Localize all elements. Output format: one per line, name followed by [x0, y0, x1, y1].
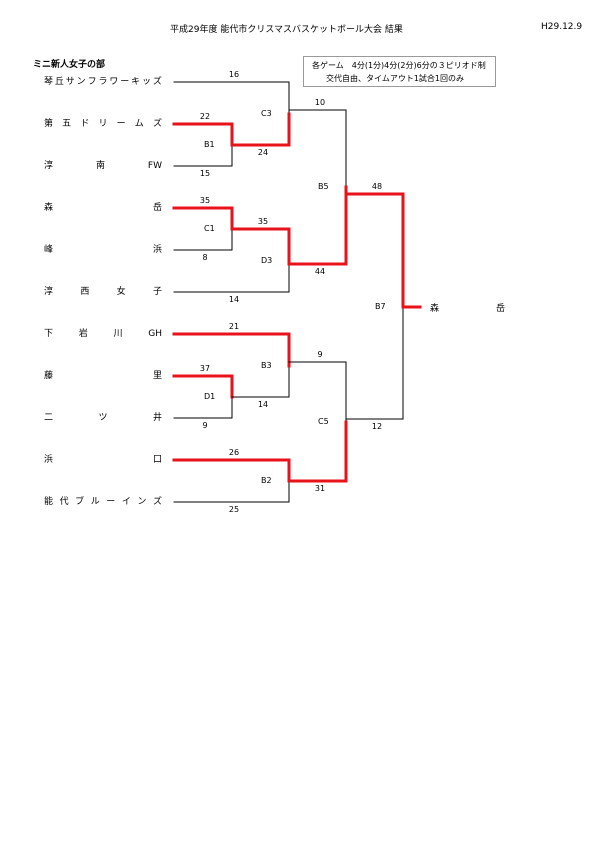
page-title: 平成29年度 能代市クリスマスバスケットボール大会 結果	[170, 25, 403, 35]
team-9-char: 二	[44, 413, 54, 423]
team-9-char: 井	[152, 413, 162, 423]
team-2-char: 五	[62, 119, 72, 129]
score: 35	[257, 217, 269, 226]
team-6-char: 女	[116, 287, 126, 297]
team-1-char: ワ	[109, 77, 119, 87]
team-11-char: ン	[137, 497, 147, 507]
game-id: B7	[375, 302, 386, 311]
team-1-char: ー	[120, 77, 130, 87]
team-11-char: 能	[44, 497, 54, 507]
team-8: 藤里	[44, 370, 162, 382]
score: 15	[199, 169, 211, 178]
team-11-char: ー	[106, 497, 116, 507]
score: 12	[371, 422, 383, 431]
score: 22	[199, 112, 211, 121]
champion-char: 岳	[495, 304, 505, 314]
division-label: ミニ新人女子の部	[33, 60, 106, 70]
team-2-char: ー	[116, 119, 126, 129]
team-2-char: ズ	[152, 119, 162, 129]
score: 48	[371, 182, 383, 191]
team-7-char: 岩	[78, 329, 88, 339]
team-1-char: サ	[65, 77, 75, 87]
team-2-char: ド	[80, 119, 90, 129]
score: 14	[228, 295, 240, 304]
champion-char: 森	[430, 304, 440, 314]
score: 44	[314, 267, 326, 276]
game-id: B2	[261, 476, 272, 485]
score: 25	[228, 505, 240, 514]
team-10-char: 浜	[44, 455, 54, 465]
team-4: 森岳	[44, 202, 162, 214]
team-11-char: イ	[121, 497, 131, 507]
team-10: 浜口	[44, 454, 162, 466]
team-2: 第五ドリームズ	[44, 118, 162, 130]
champion-name: 森岳	[430, 301, 505, 314]
team-3: 淳 南 FW	[44, 160, 162, 172]
score: 37	[199, 364, 211, 373]
team-1: 琴丘サンフラワーキッズ	[44, 76, 162, 88]
score: 14	[257, 400, 269, 409]
rules-line-1: 各ゲーム 4分(1分)4分(2分)6分の３ピリオド制	[312, 61, 486, 70]
team-8-char: 藤	[44, 371, 54, 381]
team-5-char: 峰	[44, 245, 54, 255]
game-id: D3	[261, 256, 273, 265]
team-5-char: 浜	[152, 245, 162, 255]
team-6: 淳西女子	[44, 286, 162, 298]
team-8-char: 里	[152, 371, 162, 381]
rules-box: 各ゲーム 4分(1分)4分(2分)6分の３ピリオド制 交代自由、タイムアウト1試…	[303, 56, 496, 87]
team-5: 峰浜	[44, 244, 162, 256]
team-11-char: ブ	[75, 497, 85, 507]
team-6-char: 西	[80, 287, 90, 297]
team-1-char: ズ	[152, 77, 162, 87]
team-1-char: ッ	[142, 77, 152, 87]
team-1-char: ン	[76, 77, 86, 87]
team-11-char: ル	[90, 497, 100, 507]
score: 31	[314, 484, 326, 493]
team-1-char: フ	[87, 77, 97, 87]
team-7: 下 岩 川 GH	[44, 328, 162, 340]
team-11: 能代ブルーインズ	[44, 496, 162, 508]
team-6-char: 子	[152, 287, 162, 297]
team-2-char: 第	[44, 119, 54, 129]
team-11-char: 代	[59, 497, 69, 507]
game-id: C3	[261, 109, 272, 118]
score: 9	[202, 421, 208, 430]
game-id: C5	[318, 417, 329, 426]
score: 35	[199, 196, 211, 205]
team-1-char: キ	[131, 77, 141, 87]
team-3-char: 淳	[44, 161, 54, 171]
team-4-char: 森	[44, 203, 54, 213]
score: 9	[317, 350, 323, 359]
team-7-char: 川	[113, 329, 123, 339]
game-id: B5	[318, 182, 329, 191]
game-id: B1	[204, 140, 215, 149]
score: 10	[314, 98, 326, 107]
team-1-char: 琴	[44, 77, 54, 87]
score: 24	[257, 148, 269, 157]
score: 8	[202, 253, 208, 262]
team-2-char: ム	[134, 119, 144, 129]
team-1-char: 丘	[54, 77, 64, 87]
team-10-char: 口	[152, 455, 162, 465]
game-id: D1	[204, 392, 216, 401]
team-11-char: ズ	[152, 497, 162, 507]
team-4-char: 岳	[152, 203, 162, 213]
team-2-char: リ	[98, 119, 108, 129]
team-3-char: 南	[95, 161, 105, 171]
rules-line-2: 交代自由、タイムアウト1試合1回のみ	[326, 74, 465, 83]
team-7-char: 下	[44, 329, 54, 339]
team-3-char: FW	[147, 161, 162, 171]
score: 21	[228, 322, 240, 331]
team-1-char: ラ	[98, 77, 108, 87]
game-id: C1	[204, 224, 215, 233]
event-date: H29.12.9	[541, 22, 583, 32]
game-id: B3	[261, 361, 272, 370]
score: 16	[228, 70, 240, 79]
team-7-char: GH	[148, 329, 162, 339]
score: 26	[228, 448, 240, 457]
team-6-char: 淳	[44, 287, 54, 297]
team-9-char: ツ	[98, 413, 108, 423]
team-9: 二ツ井	[44, 412, 162, 424]
